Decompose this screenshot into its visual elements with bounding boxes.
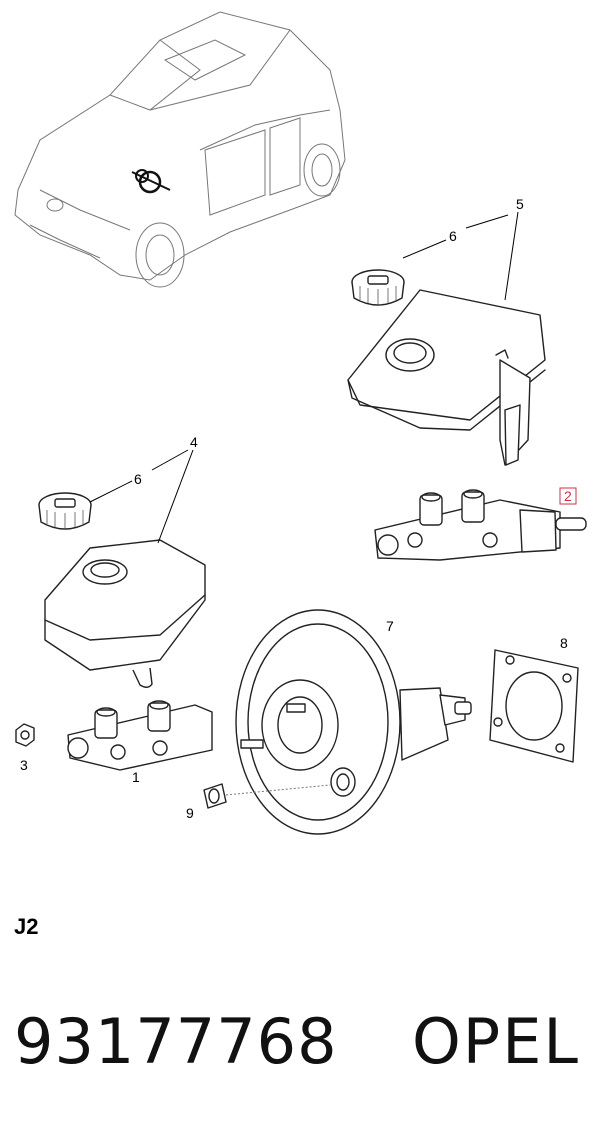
- callout-6-upper: 6: [449, 228, 457, 244]
- callout-7: 7: [386, 618, 394, 634]
- part-number: 93177768: [14, 1005, 338, 1078]
- reservoir-upper: [347, 289, 546, 466]
- gasket: [489, 649, 579, 763]
- section-code: J2: [14, 914, 39, 939]
- callout-3: 3: [20, 757, 28, 773]
- reservoir-cap-lower: [38, 492, 92, 530]
- callout-2: 2: [564, 488, 572, 504]
- reservoir-cap-upper: [351, 269, 405, 306]
- booster-location-marker: [131, 169, 171, 194]
- callout-6-lower: 6: [134, 471, 142, 487]
- master-cylinder-lower: [67, 700, 213, 771]
- callout-8: 8: [560, 635, 568, 651]
- callout-1: 1: [132, 769, 140, 785]
- seal: [203, 783, 331, 809]
- brake-booster: [235, 609, 472, 835]
- car-illustration: [14, 11, 346, 288]
- master-cylinder-upper: [374, 489, 587, 561]
- callout-5: 5: [516, 196, 524, 212]
- brand-name: OPEL: [412, 1005, 580, 1078]
- callout-2-box: 2: [559, 487, 577, 505]
- callout-9: 9: [186, 805, 194, 821]
- leader-lines: [89, 211, 519, 544]
- nut: [15, 723, 35, 747]
- reservoir-lower: [44, 539, 206, 688]
- brake-parts-diagram: 5 6 2 4 6 7 8 3 1 9: [14, 11, 587, 835]
- callout-4: 4: [190, 434, 198, 450]
